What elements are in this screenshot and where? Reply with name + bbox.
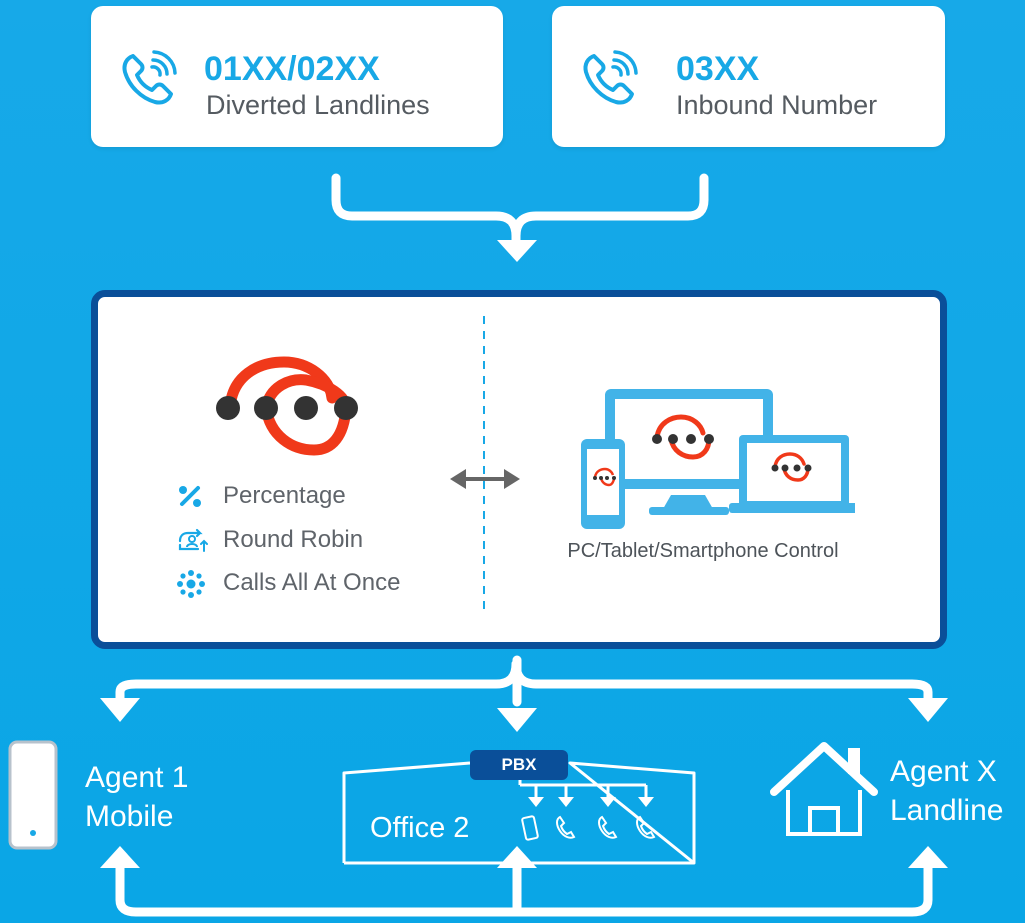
agentx-name: Agent X xyxy=(890,755,997,788)
agentx-label: Agent X Landline xyxy=(890,752,1003,830)
feature-round-robin: Round Robin xyxy=(223,526,364,553)
source-label: Inbound Number xyxy=(676,90,878,120)
monitor-logo-icon xyxy=(652,414,714,460)
office-building-outline xyxy=(342,761,696,865)
phone-ringing-icon xyxy=(583,50,638,105)
source-card-inbound: 03XX Inbound Number xyxy=(552,6,945,147)
round-robin-icon xyxy=(178,528,208,552)
agent1-type: Mobile xyxy=(85,800,174,833)
calls-all-icon xyxy=(177,570,205,598)
laptop-logo-icon xyxy=(771,452,812,482)
source-number: 03XX xyxy=(676,50,760,88)
feature-calls-all: Calls All At Once xyxy=(223,569,401,596)
source-label: Diverted Landlines xyxy=(206,90,430,120)
source-card-landlines: 01XX/02XX Diverted Landlines xyxy=(91,6,503,147)
phone-logo-icon xyxy=(593,467,616,487)
pbx-badge: PBX xyxy=(470,750,568,780)
percentage-icon xyxy=(179,486,201,507)
house-icon xyxy=(770,742,878,836)
feature-percentage: Percentage xyxy=(223,482,346,509)
panel-divider xyxy=(483,316,485,614)
bidirectional-arrow-icon xyxy=(450,469,520,489)
control-label: PC/Tablet/Smartphone Control xyxy=(567,540,839,562)
agent1-name: Agent 1 xyxy=(85,761,189,794)
brand-logo-icon xyxy=(216,356,358,456)
phone-ringing-icon xyxy=(122,50,177,105)
office-label: Office 2 xyxy=(370,812,470,844)
mobile-phone-icon xyxy=(8,740,58,850)
devices-illustration xyxy=(581,389,855,529)
source-number: 01XX/02XX xyxy=(204,50,380,88)
agentx-type: Landline xyxy=(890,794,1004,827)
agent1-label: Agent 1 Mobile xyxy=(85,758,188,836)
